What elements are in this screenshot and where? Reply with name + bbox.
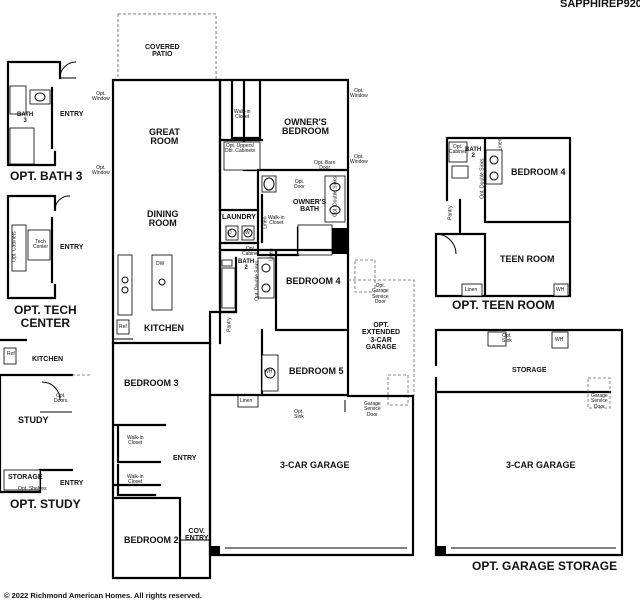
opt-window-note: Opt.Window <box>350 88 368 100</box>
garage-walls <box>208 393 415 557</box>
opt-cabinet-note: Opt.Cabinet <box>242 246 260 258</box>
bedroom-5-label: BEDROOM 5 <box>289 366 344 376</box>
opt-bath-3-plan <box>6 60 77 167</box>
entry-label: ENTRY <box>60 244 84 251</box>
garage-label: 3-CAR GARAGE <box>280 460 350 470</box>
kitchen-island <box>151 254 173 311</box>
opt-teen-room-title: OPT. TEEN ROOM <box>452 298 555 312</box>
entry-label: ENTRY <box>173 455 197 462</box>
copyright-text: © 2022 Richmond American Homes. All righ… <box>4 591 202 600</box>
opt-sink-note: Opt.Sink <box>502 333 512 345</box>
owners-suite-walls <box>218 78 350 257</box>
storage-label: STORAGE <box>512 367 547 374</box>
bedroom-4-label: BEDROOM 4 <box>286 276 341 286</box>
dryer-label: D <box>228 230 232 236</box>
entry-label: ENTRY <box>60 111 84 118</box>
linen-note: Linen <box>465 287 478 293</box>
plan-code: SAPPHIREP920 <box>560 0 640 10</box>
opt-teen-room-plan <box>434 136 572 298</box>
opt-double-sinks-note: Opt. Double Sinks <box>254 260 261 301</box>
opt-door-note: Opt.Door <box>294 179 305 191</box>
garage-label: 3-CAR GARAGE <box>506 460 576 470</box>
laundry-label: LAUNDRY <box>222 214 256 221</box>
bedroom-4-label: BEDROOM 4 <box>511 167 566 177</box>
washer-label: W <box>245 230 250 236</box>
opt-study-title: OPT. STUDY <box>10 497 81 511</box>
bedrooms-walls <box>111 341 212 580</box>
bedroom-3-label: BEDROOM 3 <box>124 378 179 388</box>
study-label: STUDY <box>18 415 49 425</box>
opt-garage-storage-title: OPT. GARAGE STORAGE <box>472 559 618 573</box>
wh-note: WH <box>555 337 564 343</box>
bedroom-2-label: BEDROOM 2 <box>124 535 179 545</box>
opt-shelves-note: Opt. Shelves <box>18 486 47 492</box>
linen-note: Linen <box>240 398 253 404</box>
main-floor-plan <box>111 13 415 580</box>
opt-tech-center-plan <box>6 194 71 300</box>
opt-uppers-note: Opt. Uppers/Dbl. Cabinets <box>225 143 256 155</box>
storage-label: STORAGE <box>8 474 43 481</box>
linen-note: Linen <box>268 248 275 261</box>
ref-note: Ref <box>7 351 15 357</box>
opt-extended-garage-outline <box>348 279 415 396</box>
kitchen-label: KITCHEN <box>144 323 184 333</box>
wh-note: WH <box>556 287 565 293</box>
kitchen-label: KITCHEN <box>32 356 64 363</box>
dw-note: DW <box>156 261 165 267</box>
teen-room-label: TEEN ROOM <box>500 254 555 264</box>
opt-bath-3-title: OPT. BATH 3 <box>10 169 83 183</box>
wh-note: WH <box>264 369 273 375</box>
opt-sink-note: Opt.Sink <box>294 409 304 421</box>
opt-double-sinks-note: Opt. Double Sinks <box>332 176 339 217</box>
pantry-note: Pantry <box>226 317 233 332</box>
ref-note: Ref <box>119 324 127 330</box>
entry-label: ENTRY <box>60 480 84 487</box>
opt-doors-note: Opt.Doors <box>54 393 68 405</box>
opt-window-note: Opt.Window <box>92 91 110 103</box>
pantry-note: Pantry <box>447 205 454 220</box>
opt-study-plan <box>0 338 92 494</box>
opt-window-note: Opt.Window <box>92 165 110 177</box>
opt-garage-storage-plan <box>434 328 624 557</box>
opt-cabinet-note: Opt.Cabinet <box>449 144 467 156</box>
opt-cabinets-note: Opt. Cabinets <box>11 231 18 262</box>
linen-note: Linen <box>262 216 269 229</box>
cov-entry-label: COV.ENTRY <box>185 528 209 543</box>
linen-note: Linen <box>497 138 504 151</box>
opt-window-note: Opt.Window <box>350 154 368 166</box>
opt-double-sinks-note: Opt. Double Sinks <box>479 158 486 199</box>
